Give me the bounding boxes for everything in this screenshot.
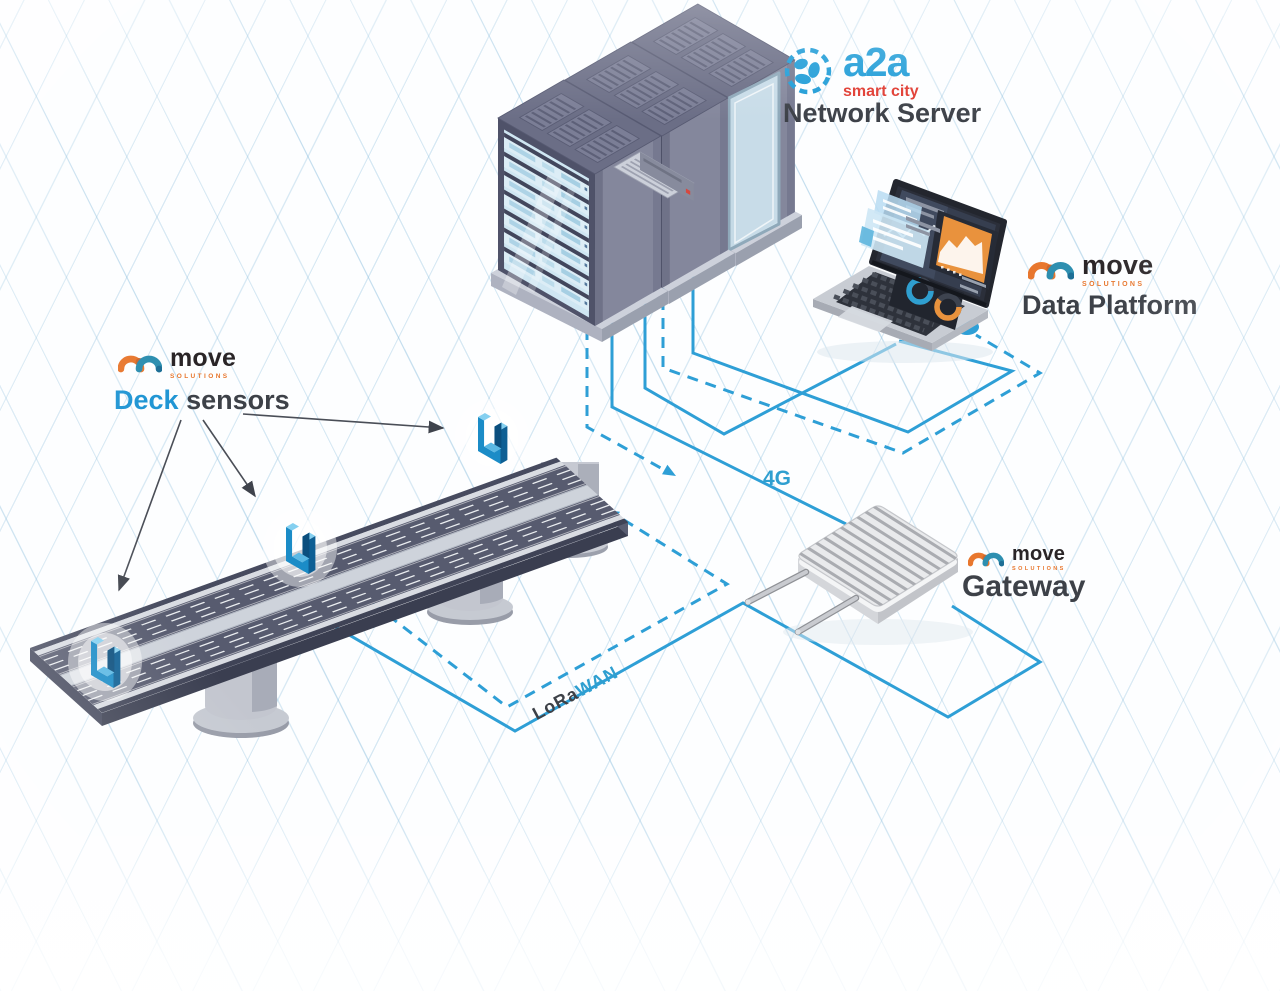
server-rack-group: [491, 3, 802, 342]
a2a-globe-icon: [784, 47, 832, 95]
sensor-icon: [478, 413, 508, 464]
move-arches-icon: [1028, 262, 1074, 280]
link-dashed-bridge: [357, 513, 730, 709]
a2a-tagline: smart city: [843, 82, 919, 100]
bridge-deck-side: [102, 523, 628, 726]
floating-ui-cards: [859, 190, 940, 268]
move-arches-icon: [968, 552, 1004, 567]
bridge: [30, 399, 629, 738]
link-dashed-platform: [661, 280, 1043, 455]
move-tagline: SOLUTIONS: [170, 373, 230, 380]
server-rack-left: [491, 79, 668, 342]
move-brand-name: move: [1012, 543, 1066, 565]
gateway-antenna: [794, 594, 860, 636]
rack-open-door: [727, 71, 781, 252]
move-brand-name: move: [1082, 250, 1154, 280]
move-logo-deck-sensors: move SOLUTIONS: [118, 344, 236, 380]
deck-sensors-label-rest: sensors: [186, 385, 290, 415]
laptop-trackpad: [838, 306, 893, 332]
move-logo-data-platform: move SOLUTIONS: [1028, 250, 1153, 288]
sensor-icon: [286, 523, 316, 574]
gateway-device: [744, 505, 973, 645]
gateway-label: Gateway: [962, 570, 1086, 603]
gateway-antenna: [744, 568, 810, 606]
move-arches-icon: [118, 355, 162, 373]
a2a-brand-name: a2a: [843, 39, 909, 85]
sensor-icon: [91, 637, 121, 688]
link-server-to-platform-2: [691, 260, 1016, 434]
server-tray: [613, 151, 695, 201]
connection-lines: [331, 260, 1043, 733]
move-brand-name: move: [170, 344, 237, 372]
data-platform-label: Data Platform: [1022, 290, 1198, 320]
deck-sensor: [455, 399, 529, 477]
link-4g-label: 4G: [763, 467, 792, 490]
move-logo-gateway: move SOLUTIONS: [968, 543, 1066, 572]
deck-sensor: [263, 509, 337, 587]
deck-sensor: [68, 623, 142, 701]
laptop: [813, 179, 1007, 363]
deck-sensors-label-highlight: Deck: [114, 385, 179, 415]
flow-arrowhead-se: [662, 464, 676, 476]
move-tagline: SOLUTIONS: [1082, 281, 1145, 288]
move-tagline: SOLUTIONS: [1012, 566, 1066, 572]
link-server-to-platform: [643, 270, 897, 436]
gateway-top: [798, 505, 958, 607]
deck-sensors-label: Deck sensors: [114, 386, 290, 414]
sensor-pointer-arrows: [117, 413, 445, 592]
link-lorawan: [331, 601, 1043, 733]
link-server-to-gateway-4g: [610, 300, 847, 526]
network-server-label: Network Server: [783, 98, 982, 128]
link-dashed-server: [585, 310, 669, 474]
bridge-deck-end-left: [30, 648, 102, 726]
a2a-logo: a2a smart city: [781, 39, 919, 101]
